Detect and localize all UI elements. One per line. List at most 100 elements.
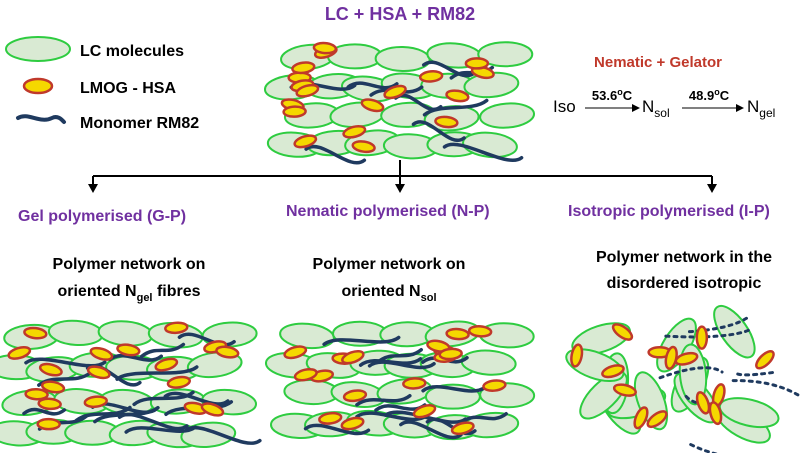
gelator-molecule [695,325,709,350]
gelator-molecule [295,83,320,98]
connector-left-arrowhead [88,184,98,193]
monomer-chain [355,411,428,422]
branch-desc-nematic-sub: sol [421,292,437,304]
phase-arrow-1-head [632,104,640,112]
gelator-molecule [445,89,470,103]
branch-heading-nematic: Nematic polymerised (N-P) [286,203,490,220]
monomer-chain [731,379,800,398]
isotropic-polymerised-cluster [565,304,800,453]
gelator-molecule [342,124,367,139]
gel-polymerised-cluster [0,319,262,449]
gelator-molecule [342,389,368,403]
phase-t2-value: 48.9 [689,88,714,103]
lc-molecule [479,102,536,129]
gelator-molecule [86,365,111,380]
phase-heading: Nematic + Gelator [594,54,722,71]
branch-connector [88,160,717,193]
legend: LC molecules LMOG - HSA Monomer RM82 [5,36,199,132]
monomer-chain [664,327,753,339]
phase-end-main: N [747,97,759,116]
phase-end: Ngel [747,97,775,120]
phase-mid-main: N [642,97,654,116]
gelator-molecule [166,375,191,389]
gelator-molecule [611,323,634,341]
monomer-chain [139,342,186,359]
monomer-chain [22,407,67,416]
legend-label-monomer: Monomer RM82 [80,115,199,132]
monomer-chain [303,423,371,436]
gelator-molecule [412,404,437,419]
monomer-chain [399,420,463,440]
gelator-molecule [601,364,625,379]
monomer-chain [658,366,724,380]
monomer-chain [687,315,751,334]
lc-molecule [477,41,534,68]
gelator-molecule [38,362,63,377]
lc-molecule [374,46,431,73]
monomer-chain [163,391,230,406]
gelator-molecule [633,406,649,430]
gelator-molecule [360,98,385,113]
phase-t1-sup: o [617,87,623,97]
monomer-chain-icon [16,114,66,124]
branch-heading-gel: Gel polymerised (G-P) [18,208,186,225]
monomer-chain [425,417,477,436]
mixture-cluster [263,41,536,165]
monomer-chain [177,332,236,347]
lc-molecule [47,319,104,346]
gelator-molecule [7,345,32,360]
gelator-molecule [418,70,444,83]
gelator-molecule [312,41,338,55]
lc-molecule [718,397,780,429]
gelator-molecule [383,84,407,100]
branch-heading-isotropic: Isotropic polymerised (I-P) [568,203,770,220]
monomer-chain [367,360,436,370]
monomer-chain [24,357,107,368]
gelator-molecule [612,383,637,397]
connector-mid-arrowhead [395,184,405,193]
phase-mid-sub: sol [654,106,669,120]
branch-desc-nematic-line1: Polymer network on [313,256,466,273]
monomer-chain [304,145,367,165]
monomer-chain [115,365,199,381]
phase-start: Iso [553,97,576,116]
monomer-chain [117,412,189,431]
nematic-polymerised-cluster [264,320,536,441]
monomer-chain [689,443,719,453]
gelator-molecule-icon [22,77,54,95]
monomer-chain [322,335,401,347]
monomer-chain [421,60,477,78]
gelator-molecule [445,327,470,341]
phase-t1-unit: C [623,88,633,103]
lc-molecule [713,304,756,359]
phase-arrow-2-head [736,104,744,112]
phase-t1-value: 53.6 [592,88,617,103]
monomer-chain [421,385,488,393]
legend-label-gelator: LMOG - HSA [80,80,176,97]
branch-desc-gel-suffix: fibres [153,283,201,300]
monomer-chain [376,347,423,364]
gelator-molecule [318,411,343,425]
gelator-molecule [40,380,66,394]
gelator-molecule [664,345,678,370]
branch-desc-isotropic-line2: disordered isotropic [607,275,762,292]
gelator-molecule [164,321,189,335]
phase-mid: Nsol [642,97,670,120]
lc-molecule [279,322,335,350]
branch-desc-gel-line1: Polymer network on [53,256,206,273]
monomer-chain [736,370,779,377]
gelator-molecule [291,61,316,75]
gelator-molecule [83,395,108,409]
gelator-molecule [467,325,493,338]
gelator-molecule [450,421,475,436]
monomer-chain [460,412,508,424]
gelator-molecule [351,140,376,154]
legend-label-lc: LC molecules [80,43,184,60]
gelator-molecule [341,349,365,365]
branch-desc-nematic-prefix: oriented N [341,283,420,300]
gelator-molecule [154,357,179,372]
monomer-chain [411,120,466,142]
lc-molecule-icon [5,36,71,62]
lc-molecule [180,421,237,449]
